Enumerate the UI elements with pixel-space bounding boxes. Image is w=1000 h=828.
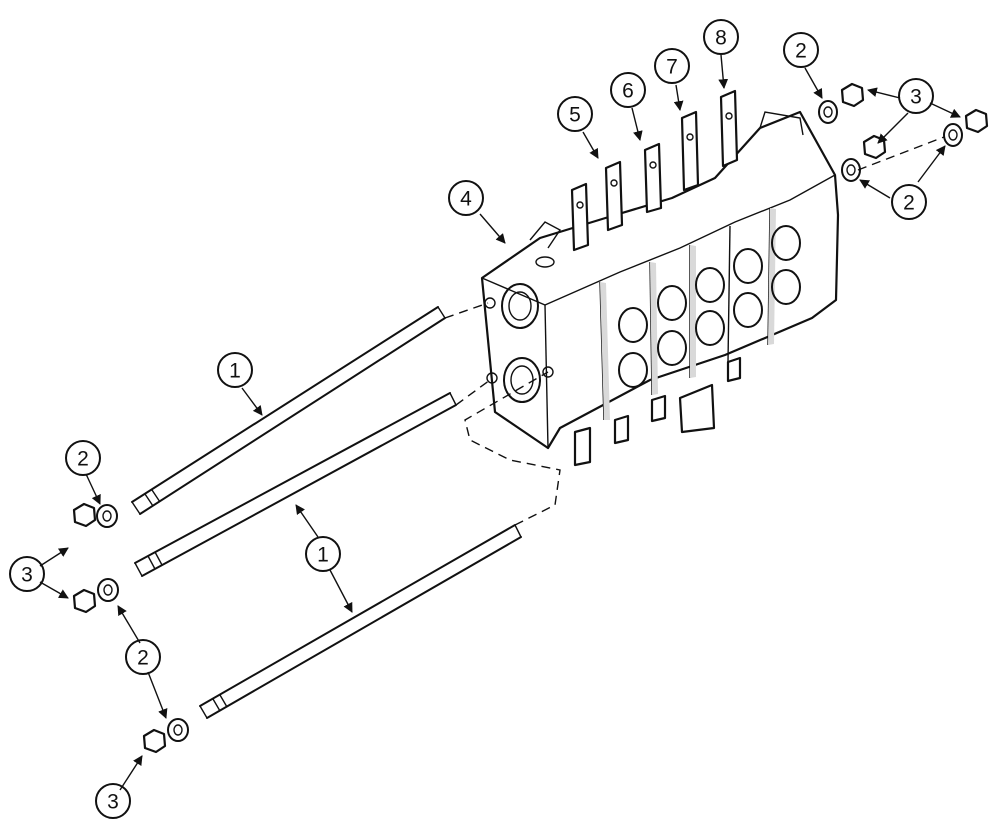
callout-label: 2 (137, 647, 149, 670)
callout-8: 8 (703, 19, 739, 55)
callout-label: 7 (666, 56, 678, 79)
callout-label: 8 (715, 27, 727, 50)
callout-5: 5 (557, 96, 593, 132)
callout-3a: 3 (9, 556, 45, 592)
bottom-fittings (573, 356, 742, 467)
callout-label: 3 (910, 86, 922, 109)
section-ports (618, 225, 801, 388)
leader-lines (39, 54, 961, 791)
right-hardware (818, 82, 989, 182)
callout-6: 6 (610, 72, 646, 108)
callout-4: 4 (448, 180, 484, 216)
callout-3b: 3 (95, 783, 131, 819)
callout-label: 3 (21, 564, 33, 587)
callout-label: 6 (622, 80, 634, 103)
callout-label: 2 (795, 40, 807, 63)
tie-rod-middle (134, 392, 457, 577)
callout-label: 2 (77, 448, 89, 471)
callout-label: 1 (317, 544, 329, 567)
callout-2d: 2 (891, 184, 927, 220)
tie-rod-lower (199, 524, 522, 719)
callout-label: 3 (107, 791, 119, 814)
callout-2a: 2 (65, 440, 101, 476)
callout-2b: 2 (125, 639, 161, 675)
tie-rod-upper (131, 306, 446, 515)
callout-2c: 2 (783, 32, 819, 68)
callout-1a: 1 (217, 352, 253, 388)
control-valve-body (480, 110, 840, 450)
callout-label: 5 (569, 104, 581, 127)
callout-3c: 3 (898, 78, 934, 114)
left-hardware (72, 502, 189, 754)
callout-1b: 1 (305, 536, 341, 572)
callout-label: 2 (903, 192, 915, 215)
callout-label: 4 (460, 188, 472, 211)
spool-clevises (570, 89, 739, 252)
callout-label: 1 (229, 360, 241, 383)
alignment-lines (444, 136, 945, 526)
callout-7: 7 (654, 48, 690, 84)
